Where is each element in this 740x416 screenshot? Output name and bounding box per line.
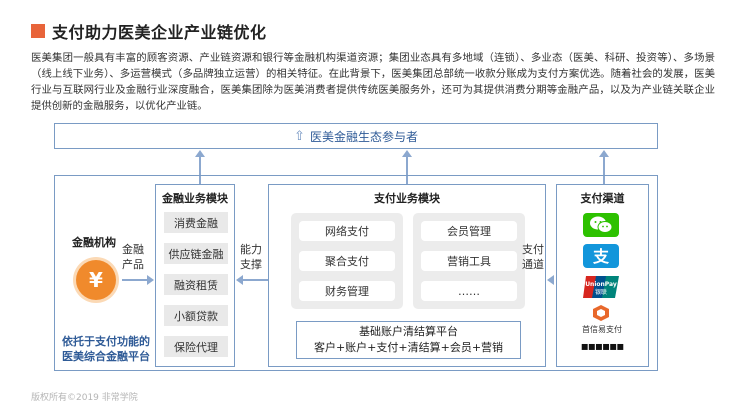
payment-item: …… xyxy=(421,281,517,301)
upload-arrow-icon: ⇧ xyxy=(294,128,305,144)
wechat-pay-icon xyxy=(583,213,619,237)
finance-item: 供应链金融 xyxy=(164,243,228,264)
payment-left-group: 网络支付 聚合支付 财务管理 xyxy=(291,213,403,309)
finance-item: 消费金融 xyxy=(164,212,228,233)
channel-module-title: 支付渠道 xyxy=(580,192,625,205)
payment-module-title: 支付业务模块 xyxy=(374,192,440,205)
channel-link-label: 支付 通道 xyxy=(522,243,544,271)
svg-text:UnionPay: UnionPay xyxy=(585,281,617,288)
settlement-platform: 基础账户清结算平台 客户+账户+支付+清结算+会员+营销 xyxy=(296,321,521,359)
capability-label: 能力 支撑 xyxy=(240,243,262,271)
copyright-footer: 版权所有©2019 非常学院 xyxy=(31,393,138,403)
alipay-icon: 支 xyxy=(583,244,619,268)
channel-module: 支付渠道 支 UnionPay 银联 首信易支付 ▪▪▪▪▪▪ xyxy=(556,184,649,367)
ecosystem-label: 医美金融生态参与者 xyxy=(309,129,418,144)
svg-text:支: 支 xyxy=(592,247,610,266)
institution-label: 金融机构 xyxy=(72,236,116,249)
ecosystem-bar: ⇧ 医美金融生态参与者 xyxy=(54,123,658,149)
payment-item: 聚合支付 xyxy=(299,251,395,271)
finance-module-title: 金融业务模块 xyxy=(162,192,228,205)
payment-module: 支付业务模块 网络支付 聚合支付 财务管理 会员管理 营销工具 …… 基础账户清… xyxy=(268,184,546,367)
settlement-title: 基础账户清结算平台 xyxy=(359,325,458,338)
unionpay-icon: UnionPay 银联 xyxy=(583,275,619,299)
svg-text:银联: 银联 xyxy=(595,288,607,296)
shoufuxin-icon xyxy=(583,304,619,322)
payment-item: 营销工具 xyxy=(421,251,517,271)
payment-item: 网络支付 xyxy=(299,221,395,241)
finance-item: 融资租赁 xyxy=(164,274,228,295)
platform-caption: 依托于支付功能的 医美综合金融平台 xyxy=(62,335,150,363)
finance-item: 小额贷款 xyxy=(164,305,228,326)
intro-paragraph: 医美集团一般具有丰富的顾客资源、产业链资源和银行等金融机构渠道资源；集团业态具有… xyxy=(31,52,715,112)
payment-item: 财务管理 xyxy=(299,281,395,301)
payment-right-group: 会员管理 营销工具 …… xyxy=(413,213,525,309)
yen-icon: ¥ xyxy=(76,260,116,300)
shoufuxin-label: 首信易支付 xyxy=(582,325,622,334)
payment-item: 会员管理 xyxy=(421,221,517,241)
finance-module: 金融业务模块 消费金融 供应链金融 融资租赁 小额贷款 保险代理 xyxy=(155,184,235,367)
financial-product-label: 金融 产品 xyxy=(122,243,144,271)
finance-item: 保险代理 xyxy=(164,336,228,357)
page-title-bar: 支付助力医美企业产业链优化 xyxy=(31,20,267,42)
platform-frame xyxy=(54,175,658,371)
title-accent-square xyxy=(31,24,45,38)
page-title: 支付助力医美企业产业链优化 xyxy=(52,23,267,42)
settlement-subtitle: 客户+账户+支付+清结算+会员+营销 xyxy=(313,341,504,354)
more-channels: ▪▪▪▪▪▪ xyxy=(580,339,625,353)
